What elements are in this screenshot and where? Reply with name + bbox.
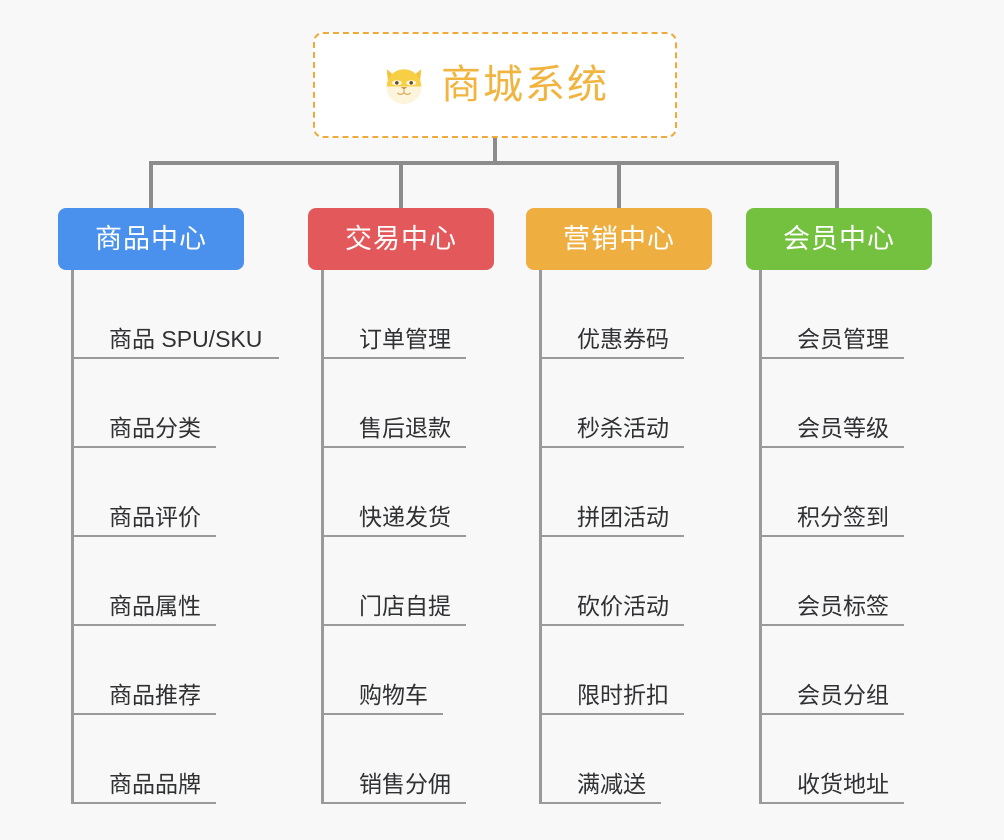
leaf-label: 购物车 [359,682,428,708]
leaf-label: 售后退款 [359,415,451,441]
leaf-item[interactable]: 购物车 [321,626,551,715]
leaf-underline [539,357,684,359]
connector-drop-3 [617,161,621,210]
leaf-underline [321,624,466,626]
leaf-label: 会员等级 [797,415,889,441]
leaf-underline [539,535,684,537]
leaf-underline [759,713,904,715]
leaf-underline [71,446,216,448]
leaf-underline [539,713,684,715]
leaf-label: 销售分佣 [359,771,451,797]
leaf-underline [321,357,466,359]
leaf-item[interactable]: 会员等级 [759,359,989,448]
leaf-label: 门店自提 [359,593,451,619]
leaf-underline [321,446,466,448]
leaf-underline [321,535,466,537]
leaf-label: 商品分类 [109,415,201,441]
leaf-list: 商品 SPU/SKU 商品分类 商品评价 商品属性 商品推荐 商品品牌 [71,270,301,804]
leaf-underline [759,357,904,359]
leaf-underline [71,802,216,804]
leaf-label: 会员标签 [797,593,889,619]
category-box-product-center[interactable]: 商品中心 [58,208,244,270]
leaf-label: 限时折扣 [577,682,669,708]
leaf-label: 商品 SPU/SKU [109,326,263,352]
leaf-item[interactable]: 秒杀活动 [539,359,769,448]
connector-drop-4 [835,161,839,210]
category-label: 营销中心 [563,223,675,254]
leaf-item[interactable]: 门店自提 [321,537,551,626]
leaf-underline [71,535,216,537]
leaf-label: 优惠券码 [577,326,669,352]
leaf-label: 商品品牌 [109,771,201,797]
root-node[interactable]: 商城系统 [313,32,677,138]
category-label: 会员中心 [783,223,895,254]
leaf-item[interactable]: 商品推荐 [71,626,301,715]
category-label: 商品中心 [95,223,207,254]
branch-trunk [759,270,762,804]
leaf-underline [71,624,216,626]
leaf-item[interactable]: 商品属性 [71,537,301,626]
root-title: 商城系统 [441,63,609,107]
leaf-underline [759,802,904,804]
leaf-underline [539,446,684,448]
leaf-item[interactable]: 快递发货 [321,448,551,537]
leaf-item[interactable]: 商品评价 [71,448,301,537]
leaf-label: 砍价活动 [577,593,669,619]
leaf-label: 满减送 [577,771,646,797]
leaf-item[interactable]: 收货地址 [759,715,989,804]
leaf-item[interactable]: 商品分类 [71,359,301,448]
leaf-label: 收货地址 [797,771,889,797]
connector-root-stem [493,138,497,165]
leaf-underline [321,713,443,715]
leaf-label: 会员分组 [797,682,889,708]
leaf-label: 商品评价 [109,504,201,530]
leaf-item[interactable]: 积分签到 [759,448,989,537]
leaf-underline [71,713,216,715]
leaf-label: 积分签到 [797,504,889,530]
leaf-underline [539,624,684,626]
branch-trunk [71,270,74,804]
leaf-underline [759,446,904,448]
leaf-list: 会员管理 会员等级 积分签到 会员标签 会员分组 收货地址 [759,270,989,804]
shiba-dog-icon [386,69,422,104]
leaf-item[interactable]: 会员管理 [759,270,989,359]
leaf-label: 会员管理 [797,326,889,352]
leaf-underline [71,357,279,359]
leaf-item[interactable]: 优惠券码 [539,270,769,359]
leaf-item[interactable]: 商品 SPU/SKU [71,270,301,359]
connector-bus [149,161,839,165]
leaf-label: 商品推荐 [109,682,201,708]
leaf-label: 商品属性 [109,593,201,619]
leaf-underline [539,802,661,804]
category-label: 交易中心 [345,223,457,254]
leaf-underline [759,535,904,537]
leaf-item[interactable]: 满减送 [539,715,769,804]
leaf-item[interactable]: 订单管理 [321,270,551,359]
leaf-item[interactable]: 会员标签 [759,537,989,626]
leaf-item[interactable]: 商品品牌 [71,715,301,804]
leaf-item[interactable]: 拼团活动 [539,448,769,537]
category-box-marketing-center[interactable]: 营销中心 [526,208,712,270]
category-box-member-center[interactable]: 会员中心 [746,208,932,270]
leaf-label: 订单管理 [359,326,451,352]
leaf-item[interactable]: 售后退款 [321,359,551,448]
leaf-label: 拼团活动 [577,504,669,530]
category-box-trade-center[interactable]: 交易中心 [308,208,494,270]
branch-trunk [321,270,324,804]
connector-drop-2 [399,161,403,210]
leaf-item[interactable]: 限时折扣 [539,626,769,715]
leaf-list: 订单管理 售后退款 快递发货 门店自提 购物车 销售分佣 [321,270,551,804]
branch-trunk [539,270,542,804]
connector-drop-1 [149,161,153,210]
leaf-list: 优惠券码 秒杀活动 拼团活动 砍价活动 限时折扣 满减送 [539,270,769,804]
leaf-label: 秒杀活动 [577,415,669,441]
leaf-underline [759,624,904,626]
leaf-item[interactable]: 会员分组 [759,626,989,715]
leaf-item[interactable]: 砍价活动 [539,537,769,626]
leaf-item[interactable]: 销售分佣 [321,715,551,804]
leaf-underline [321,802,466,804]
leaf-label: 快递发货 [359,504,451,530]
